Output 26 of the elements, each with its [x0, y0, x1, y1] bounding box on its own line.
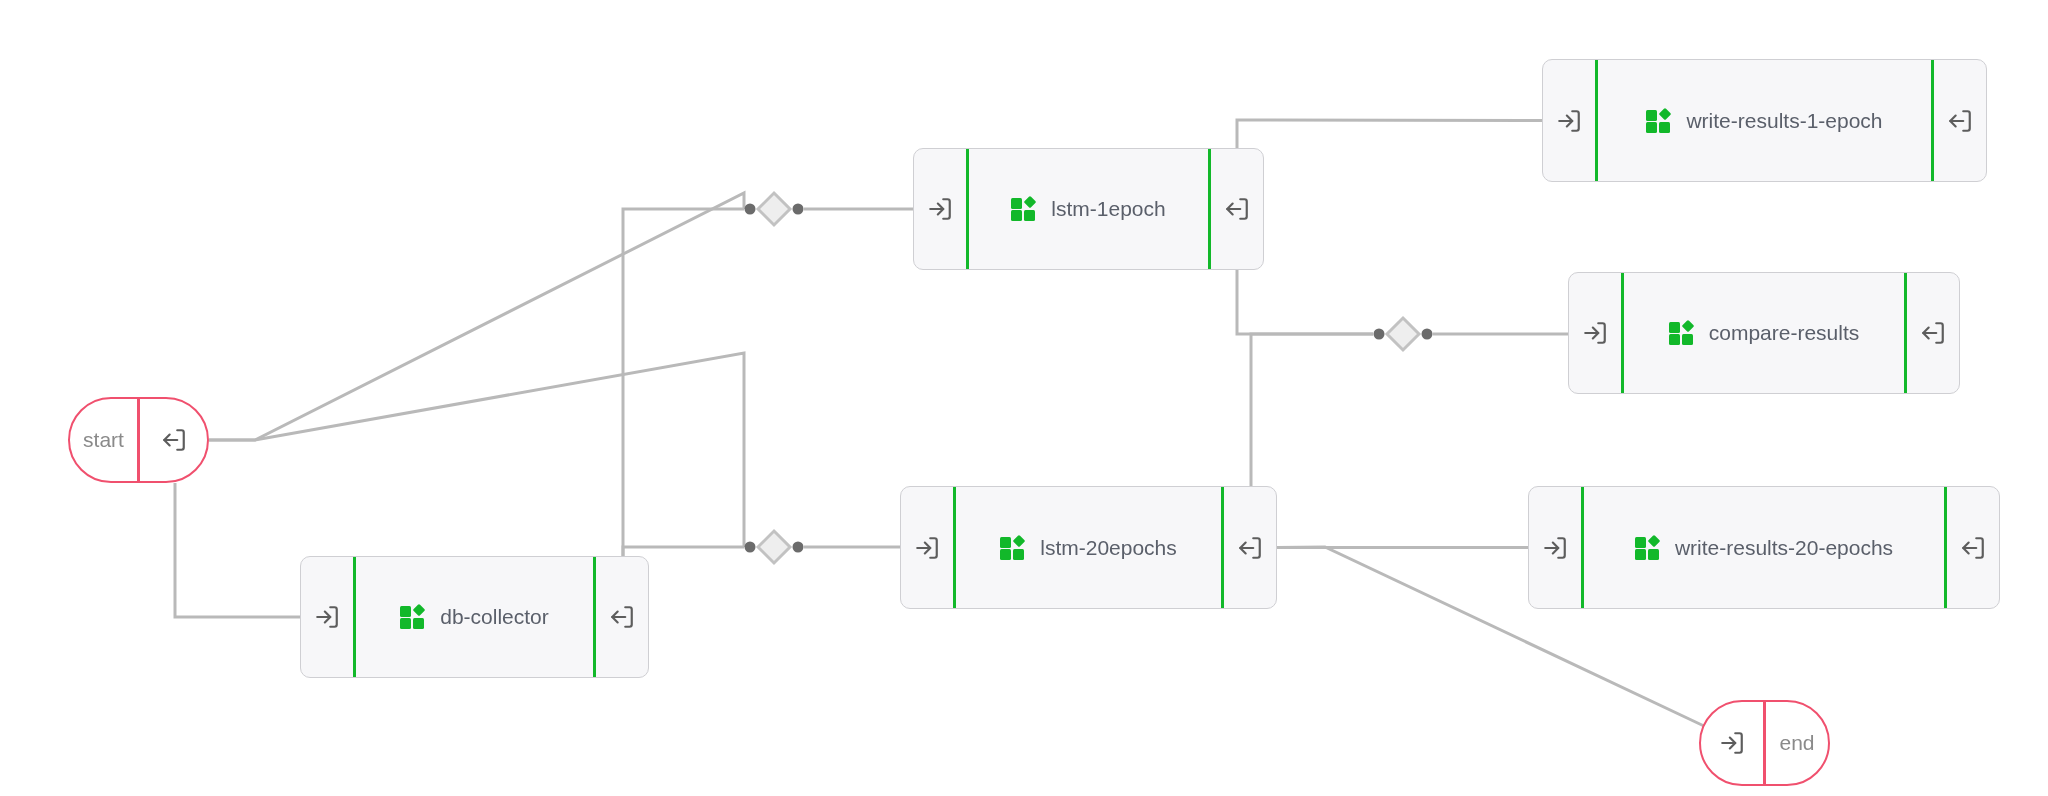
connector-line [173, 483, 300, 619]
junction-diamond [744, 529, 804, 565]
task-card [913, 148, 1264, 270]
connector-line [804, 545, 900, 549]
task-card [1568, 272, 1960, 394]
terminal-label: start [83, 428, 124, 452]
task-card [1542, 59, 1987, 182]
task-card [1528, 486, 2000, 609]
task-name: db-collector [440, 605, 549, 629]
task-name: write-results-1-epoch [1686, 108, 1883, 133]
task-name: write-results-20-epochs [1674, 535, 1894, 560]
task-name: lstm-1epoch [1051, 197, 1166, 221]
junction-diamond [744, 191, 804, 227]
connector-line [1433, 332, 1568, 336]
connector-line [1249, 332, 1373, 486]
task-name: compare-results [1708, 321, 1860, 345]
connector-line [804, 207, 913, 211]
task-name: lstm-20epochs [1040, 535, 1177, 560]
terminal-label: end [1779, 731, 1815, 755]
connector-line [1235, 118, 1542, 148]
connector-line [209, 351, 746, 547]
junction-diamond [1373, 316, 1433, 352]
connector-line [1277, 545, 1705, 728]
task-card [300, 556, 649, 678]
task-card [900, 486, 1277, 609]
connector-line [621, 545, 744, 556]
